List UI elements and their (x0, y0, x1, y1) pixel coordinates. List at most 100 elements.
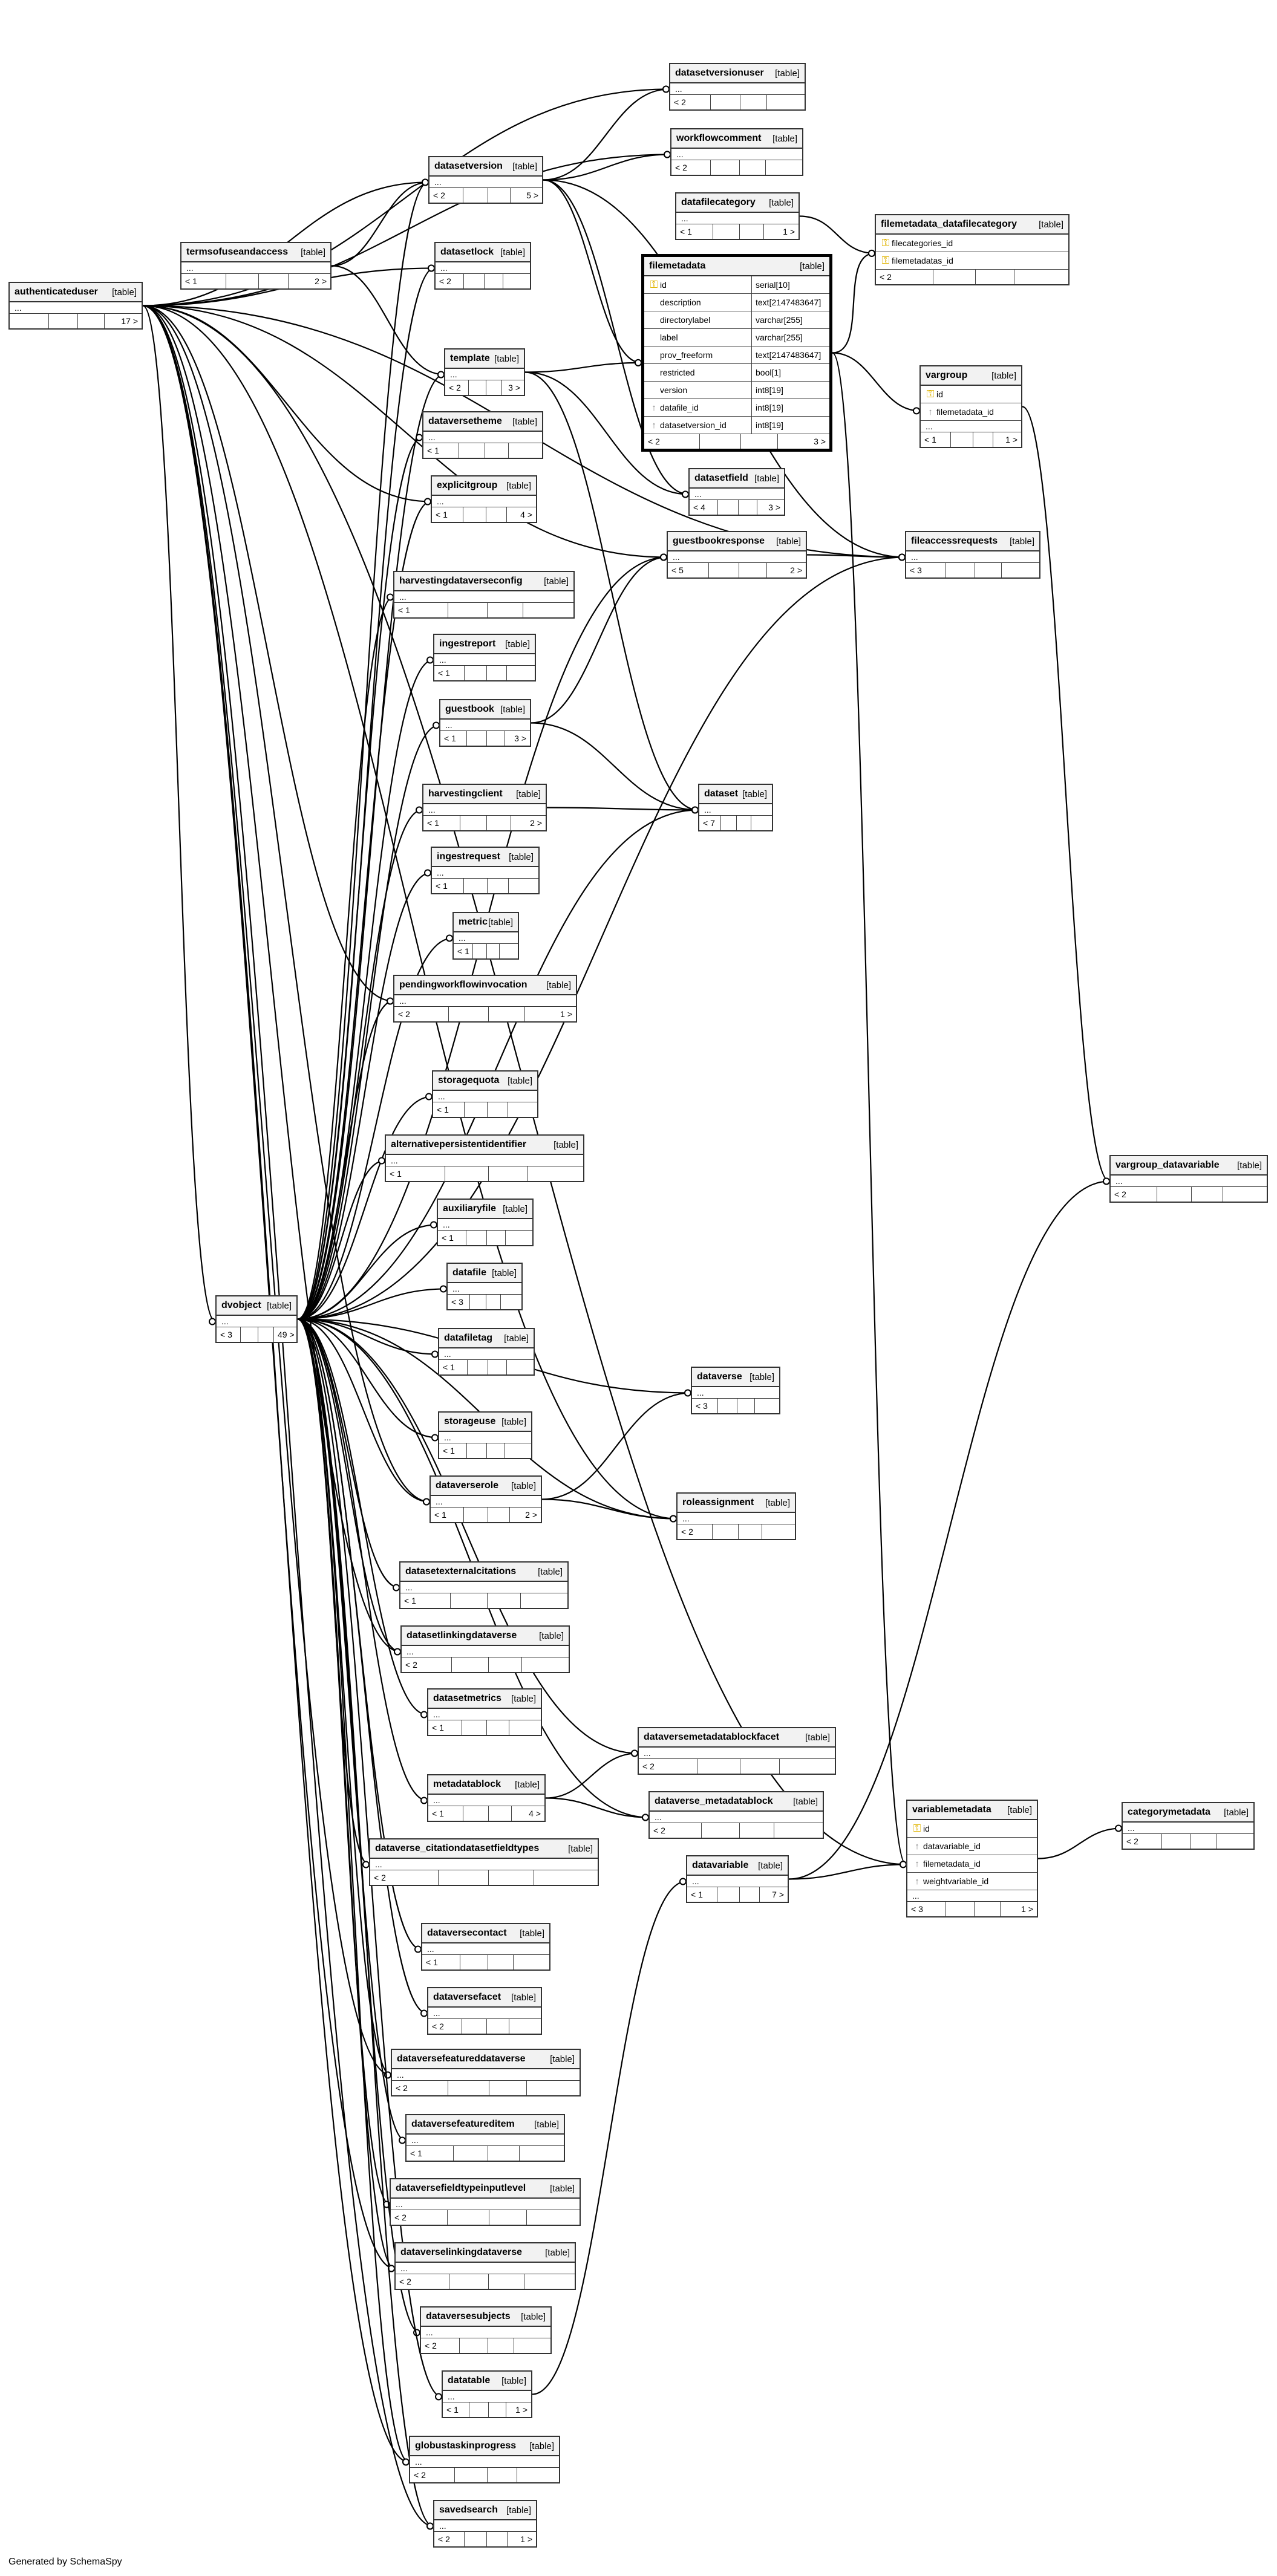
table-variablemetadata[interactable]: variablemetadata[table]⚿id↑datavariable_… (906, 1800, 1038, 1917)
table-header: alternativepersistentidentifier[table] (386, 1136, 583, 1155)
more-columns-ellipsis: ... (692, 1387, 779, 1399)
table-footer: < 2 (436, 274, 530, 288)
table-dataversemetadatablockfacet[interactable]: dataversemetadatablockfacet[table]...< 2 (638, 1727, 836, 1775)
table-metric[interactable]: metric[table]...< 1 (452, 912, 519, 960)
table-dataversecontact[interactable]: dataversecontact[table]...< 1 (421, 1923, 550, 1971)
table-dataversetheme[interactable]: dataversetheme[table]...< 1 (422, 411, 543, 459)
table-dataversefeatureditem[interactable]: dataversefeatureditem[table]...< 1 (405, 2114, 565, 2162)
child-count: 2 > (315, 276, 327, 286)
table-name: datafiletag (444, 1333, 493, 1343)
column-row[interactable]: ↑datavariable_id (907, 1838, 1037, 1855)
column-row[interactable]: ⚿filemetadatas_id (876, 252, 1068, 270)
table-categorymetadata[interactable]: categorymetadata[table]...< 2 (1122, 1802, 1255, 1850)
table-datasetexternalcitations[interactable]: datasetexternalcitations[table]...< 1 (399, 1561, 569, 1609)
table-dataverselinkingdataverse[interactable]: dataverselinkingdataverse[table]...< 2 (394, 2242, 576, 2290)
column-row[interactable]: ⚿filecategories_id (876, 235, 1068, 252)
table-ingestrequest[interactable]: ingestrequest[table]...< 1 (431, 847, 540, 894)
table-storageuse[interactable]: storageuse[table]...< 1 (438, 1411, 532, 1459)
column-row[interactable]: ↑filemetadata_id (907, 1855, 1037, 1873)
table-datafiletag[interactable]: datafiletag[table]...< 1 (438, 1328, 535, 1376)
table-datafile[interactable]: datafile[table]...< 3 (446, 1263, 523, 1310)
table-kind-label: [table] (508, 1075, 532, 1086)
table-alternativepersistentidentifier[interactable]: alternativepersistentidentifier[table]..… (385, 1134, 584, 1182)
table-roleassignment[interactable]: roleassignment[table]...< 2 (676, 1492, 796, 1540)
parent-count: < 1 (386, 1166, 445, 1181)
table-filemetadata-datafilecategory[interactable]: filemetadata_datafilecategory[table]⚿fil… (875, 214, 1070, 285)
parent-count: < 1 (428, 1806, 463, 1821)
relationship-line (543, 179, 642, 363)
child-count: 3 > (514, 733, 526, 743)
table-ingestreport[interactable]: ingestreport[table]...< 1 (433, 634, 536, 681)
child-count (500, 944, 518, 958)
table-dataverse[interactable]: dataverse[table]...< 3 (691, 1367, 780, 1414)
table-kind-label: [table] (488, 917, 513, 928)
table-fileaccessrequests[interactable]: fileaccessrequests[table]...< 3 (905, 531, 1040, 579)
table-harvestingdataverseconfig[interactable]: harvestingdataverseconfig[table]...< 1 (393, 571, 575, 619)
table-dataset[interactable]: dataset[table]...< 7 (698, 784, 773, 831)
column-row[interactable]: ↑filemetadata_id (921, 403, 1021, 421)
relationship-end-marker (631, 1749, 638, 1757)
table-name: dataverserole (436, 1480, 499, 1491)
table-datasetlock[interactable]: datasetlock[table]...< 2 (434, 242, 531, 290)
table-workflowcomment[interactable]: workflowcomment[table]...< 2 (670, 128, 803, 176)
table-datasetmetrics[interactable]: datasetmetrics[table]...< 1 (427, 1688, 542, 1736)
footer-cell (448, 2210, 489, 2225)
table-auxiliaryfile[interactable]: auxiliaryfile[table]...< 1 (437, 1199, 534, 1246)
relationship-end-marker (900, 1861, 907, 1869)
parent-count: < 2 (650, 1823, 702, 1838)
column-row[interactable]: ⚿id (921, 386, 1021, 403)
column-row[interactable]: ⚿id (907, 1820, 1037, 1838)
table-dataversesubjects[interactable]: dataversesubjects[table]...< 2 (420, 2306, 552, 2354)
table-datasetlinkingdataverse[interactable]: datasetlinkingdataverse[table]...< 2 (400, 1625, 570, 1673)
column-row[interactable]: ↑weightvariable_id (907, 1873, 1037, 1890)
parent-count: < 1 (422, 1955, 460, 1969)
table-dataverse-metadatablock[interactable]: dataverse_metadatablock[table]...< 2 (648, 1791, 824, 1839)
table-vargroup-datavariable[interactable]: vargroup_datavariable[table]...< 2 (1109, 1155, 1268, 1203)
table-dataversefeatureddataverse[interactable]: dataversefeatureddataverse[table]...< 2 (391, 2049, 581, 2096)
table-dataversefacet[interactable]: dataversefacet[table]...< 2 (427, 1987, 542, 2035)
table-globustaskinprogress[interactable]: globustaskinprogress[table]...< 2 (409, 2436, 560, 2483)
table-vargroup[interactable]: vargroup[table]⚿id↑filemetadata_id...< 1… (919, 365, 1022, 448)
relationship-end-marker (426, 2522, 434, 2530)
footer-cell (469, 2402, 489, 2417)
foreign-key-icon: ↑ (915, 1859, 919, 1869)
table-header: datasetlock[table] (436, 243, 530, 262)
parent-count: < 2 (1111, 1187, 1157, 1202)
table-storagequota[interactable]: storagequota[table]...< 1 (432, 1070, 538, 1118)
table-header: categorymetadata[table] (1123, 1803, 1253, 1823)
table-authenticateduser[interactable]: authenticateduser[table]...17 > (8, 282, 143, 330)
table-dataverse-citationdatasetfieldtypes[interactable]: dataverse_citationdatasetfieldtypes[tabl… (369, 1838, 599, 1886)
table-footer: < 1 (433, 1102, 537, 1117)
table-kind-label: [table] (494, 353, 519, 364)
table-datasetversionuser[interactable]: datasetversionuser[table]...< 2 (669, 63, 806, 111)
table-dataversefieldtypeinputlevel[interactable]: dataversefieldtypeinputlevel[table]...< … (390, 2178, 581, 2226)
relationship-line (545, 1797, 649, 1818)
